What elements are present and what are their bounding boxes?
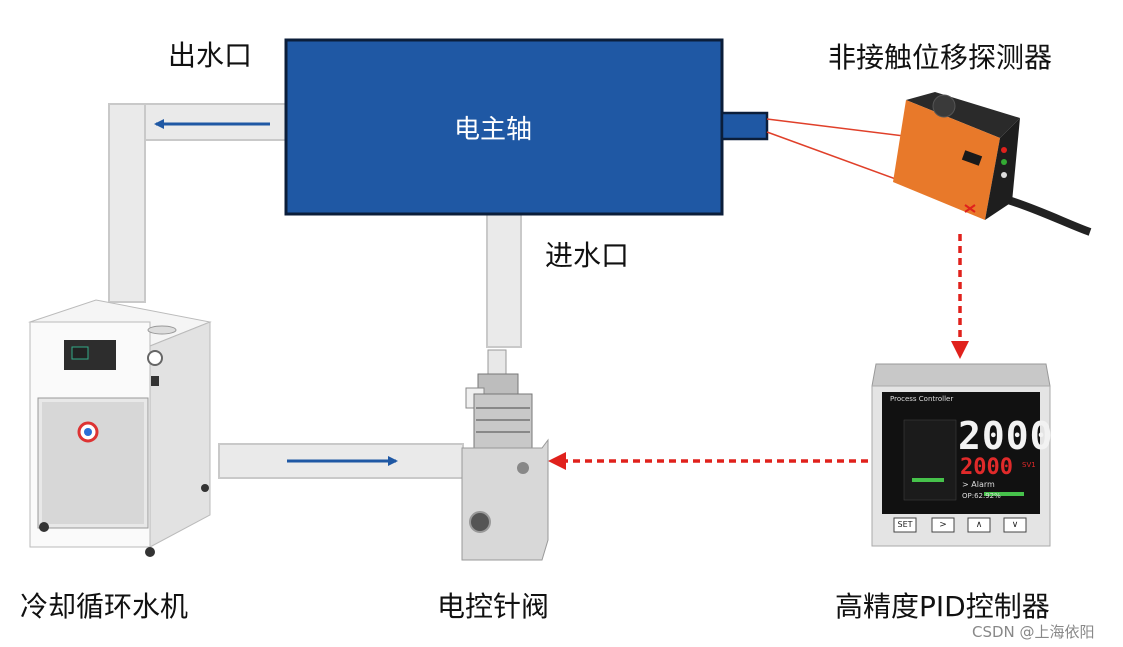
controller-set-button: SET [897, 520, 913, 529]
controller-pv-display: 2000 [958, 414, 1054, 458]
controller-right-button: > [939, 520, 947, 530]
valve-label: 电控针阀 [437, 590, 550, 623]
outlet-pipe-vertical [108, 103, 146, 303]
spindle-label: 电主轴 [454, 115, 533, 145]
displacement-sensor-icon [893, 92, 1092, 236]
spindle-body [284, 38, 724, 216]
controller-label: 高精度PID控制器 [835, 590, 1050, 623]
sensor-label: 非接触位移探测器 [828, 41, 1053, 74]
chiller-unit-icon [28, 299, 212, 557]
watermark: CSDN @上海依阳 [972, 623, 1095, 641]
pid-controller-icon [871, 363, 1051, 547]
controller-sv-display: 2000 [960, 455, 1013, 480]
laser-beam-upper [766, 118, 913, 138]
chiller-label: 冷却循环水机 [20, 590, 189, 623]
controller-alarm-text: > Alarm [962, 480, 995, 489]
inlet-label: 进水口 [545, 239, 630, 272]
controller-up-button: ∧ [975, 520, 983, 530]
laser-beam-lower [766, 131, 913, 186]
controller-header-text: Process Controller [890, 395, 954, 403]
inlet-pipe-vertical [486, 212, 522, 348]
controller-sv-tag: SV1 [1022, 461, 1036, 469]
needle-valve-icon [461, 349, 549, 561]
spindle-shaft [720, 111, 769, 141]
controller-down-button: ∨ [1011, 520, 1019, 530]
outlet-label: 出水口 [168, 39, 253, 72]
controller-op-text: OP:62.92% [962, 492, 1001, 500]
